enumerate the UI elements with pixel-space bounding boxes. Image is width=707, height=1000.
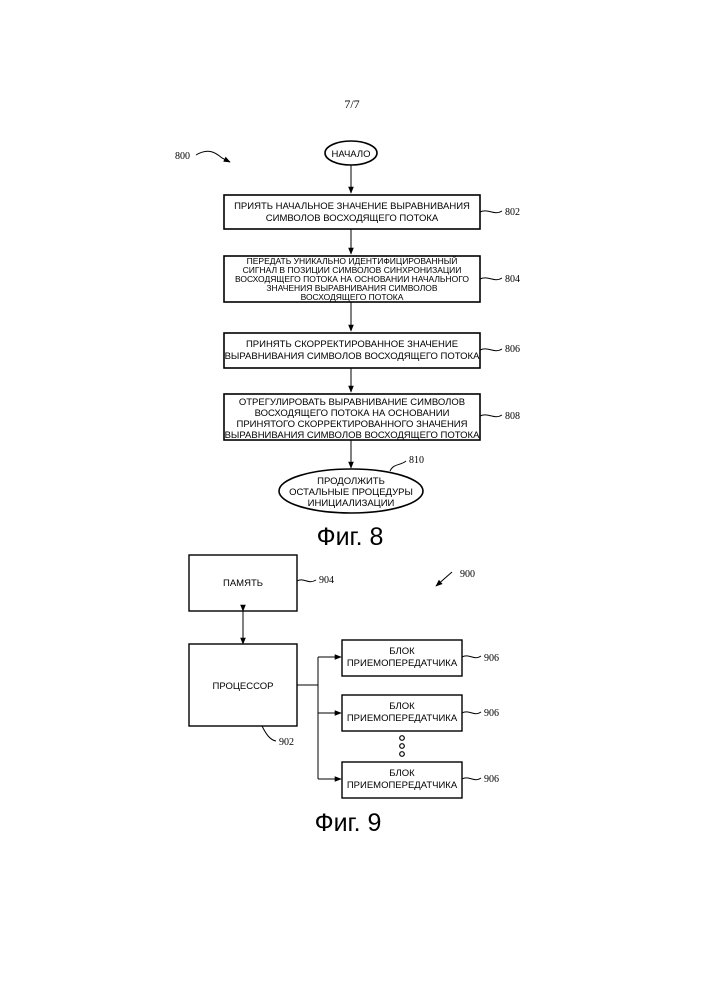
step-808-line-2: ВОСХОДЯЩЕГО ПОТОКА НА ОСНОВАНИИ bbox=[255, 408, 450, 419]
continuation-dots bbox=[400, 736, 405, 757]
fig8-caption: Фиг. 8 bbox=[317, 523, 384, 551]
memory-leader bbox=[297, 580, 316, 582]
step-806-line-1: ПРИНЯТЬ СКОРРЕКТИРОВАННОЕ ЗНАЧЕНИЕ bbox=[246, 339, 458, 350]
transceiver-3-line-2: ПРИЕМОПЕРЕДАТЧИКА bbox=[347, 780, 458, 791]
step-808-ref: 808 bbox=[505, 411, 520, 422]
page-number: 7/7 bbox=[344, 97, 359, 111]
step-808-leader bbox=[480, 415, 502, 417]
step-804-leader bbox=[480, 278, 502, 280]
end-line-1: ПРОДОЛЖИТЬ bbox=[317, 476, 385, 487]
transceiver-1-ref: 906 bbox=[484, 653, 499, 664]
step-802-line-2: СИМВОЛОВ ВОСХОДЯЩЕГО ПОТОКА bbox=[266, 213, 439, 224]
fig8-ref-label: 800 bbox=[175, 151, 190, 162]
processor-ref: 902 bbox=[279, 737, 294, 748]
step-806-leader bbox=[480, 349, 502, 351]
memory-ref: 904 bbox=[319, 575, 334, 586]
transceiver-2-line-2: ПРИЕМОПЕРЕДАТЧИКА bbox=[347, 713, 458, 724]
step-806-line-2: ВЫРАВНИВАНИЯ СИМВОЛОВ ВОСХОДЯЩЕГО ПОТОКА bbox=[225, 351, 480, 362]
memory-label: ПАМЯТЬ bbox=[223, 578, 263, 589]
transceiver-3-leader bbox=[462, 778, 481, 780]
figure-8: 800 НАЧАЛО ПРИЯТЬ НАЧАЛЬНОЕ ЗНАЧЕНИЕ ВЫР… bbox=[175, 141, 520, 551]
transceiver-3-line-1: БЛОК bbox=[389, 768, 415, 779]
step-804-ref: 804 bbox=[505, 274, 520, 285]
step-802-leader bbox=[480, 211, 502, 213]
processor-label: ПРОЦЕССОР bbox=[213, 681, 274, 692]
transceiver-3-ref: 906 bbox=[484, 774, 499, 785]
fig8-ref-arrow bbox=[196, 151, 230, 162]
transceiver-1-line-1: БЛОК bbox=[389, 646, 415, 657]
start-label: НАЧАЛО bbox=[332, 149, 371, 160]
step-802-ref: 802 bbox=[505, 207, 520, 218]
transceiver-1-line-2: ПРИЕМОПЕРЕДАТЧИКА bbox=[347, 658, 458, 669]
transceiver-2-ref: 906 bbox=[484, 708, 499, 719]
transceiver-2-line-1: БЛОК bbox=[389, 701, 415, 712]
transceiver-1-leader bbox=[462, 656, 481, 658]
processor-leader bbox=[262, 726, 276, 741]
transceiver-2-leader bbox=[462, 712, 481, 714]
end-line-2: ОСТАЛЬНЫЕ ПРОЦЕДУРЫ bbox=[289, 487, 413, 498]
fig9-caption: Фиг. 9 bbox=[315, 809, 382, 837]
step-804-line-5: ВОСХОДЯЩЕГО ПОТОКА bbox=[301, 292, 404, 302]
step-808-line-4: ВЫРАВНИВАНИЯ СИМВОЛОВ ВОСХОДЯЩЕГО ПОТОКА bbox=[225, 430, 480, 441]
step-802-line-1: ПРИЯТЬ НАЧАЛЬНОЕ ЗНАЧЕНИЕ ВЫРАВНИВАНИЯ bbox=[234, 201, 470, 212]
fig9-ref-label: 900 bbox=[460, 569, 475, 580]
end-line-3: ИНИЦИАЛИЗАЦИИ bbox=[308, 498, 395, 509]
end-leader bbox=[390, 461, 406, 471]
end-ref: 810 bbox=[409, 455, 424, 466]
step-808-line-3: ПРИНЯТОГО СКОРРЕКТИРОВАННОГО ЗНАЧЕНИЯ bbox=[236, 419, 467, 430]
step-808-line-1: ОТРЕГУЛИРОВАТЬ ВЫРАВНИВАНИЕ СИМВОЛОВ bbox=[239, 397, 465, 408]
figure-9: 900 ПАМЯТЬ 904 ПРОЦЕССОР 902 БЛОК ПРИЕМО… bbox=[189, 555, 499, 837]
fig9-ref-arrow bbox=[436, 572, 452, 586]
step-806-ref: 806 bbox=[505, 344, 520, 355]
